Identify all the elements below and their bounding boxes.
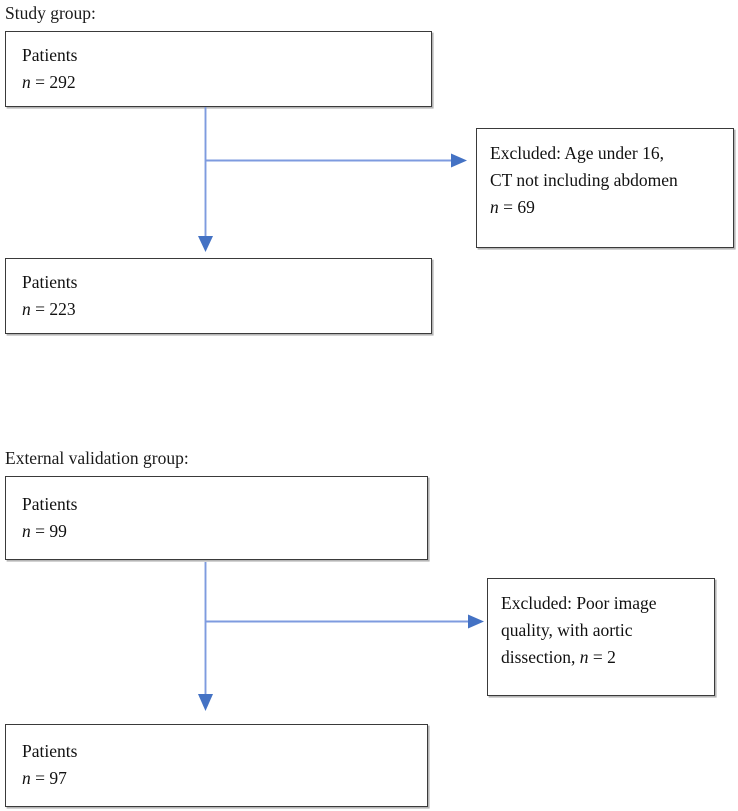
excluded-line-2: CT not including abdomen [490,170,678,190]
node-text-study-patients-total: Patients n = 292 [22,42,77,96]
n-symbol: n [22,521,31,541]
section-label-external-validation-group: External validation group: [5,448,189,468]
n-value: = 223 [30,299,76,319]
n-symbol: n [490,197,499,217]
n-value: = 292 [30,72,76,92]
node-box-validation-patients-included: Patients n = 97 [5,724,428,807]
n-value: = 97 [30,768,67,788]
excluded-line-1: Excluded: Age under 16, [490,143,664,163]
node-text-validation-excluded: Excluded: Poor image quality, with aortic… [501,590,657,671]
arrow-vertical-validation [198,562,213,711]
excluded-line-2: quality, with aortic [501,620,633,640]
node-line-1: Patients [22,494,78,514]
node-box-study-excluded: Excluded: Age under 16, CT not including … [476,128,734,248]
n-symbol: n [22,72,31,92]
arrow-horizontal-validation-excluded [205,614,484,629]
excluded-line-1: Excluded: Poor image [501,593,657,613]
n-symbol: n [22,299,31,319]
n-symbol: n [22,768,31,788]
n-value: = 69 [498,197,535,217]
node-text-study-patients-included: Patients n = 223 [22,269,77,323]
node-text-study-excluded: Excluded: Age under 16, CT not including … [490,140,678,221]
node-line-1: Patients [22,272,78,292]
node-box-study-patients-total: Patients n = 292 [5,31,432,107]
node-line-1: Patients [22,741,78,761]
arrow-horizontal-study-excluded [205,153,467,168]
n-value: = 99 [30,521,67,541]
node-box-validation-excluded: Excluded: Poor image quality, with aortic… [487,578,715,696]
node-box-study-patients-included: Patients n = 223 [5,258,432,334]
excluded-line-3-prefix: dissection, [501,647,580,667]
node-line-1: Patients [22,45,78,65]
node-text-validation-patients-included: Patients n = 97 [22,738,77,792]
node-box-validation-patients-total: Patients n = 99 [5,476,428,560]
arrow-vertical-study [198,107,213,252]
node-text-validation-patients-total: Patients n = 99 [22,491,77,545]
n-symbol: n [579,647,589,667]
section-label-study-group: Study group: [5,3,96,23]
n-value: = 2 [588,647,616,667]
